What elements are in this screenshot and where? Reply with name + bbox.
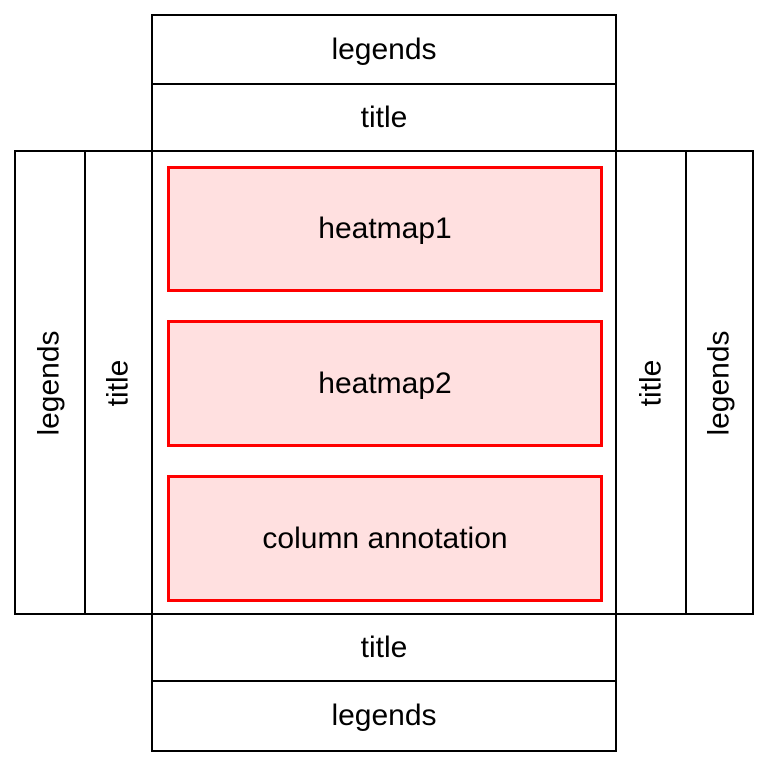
heatmap2-label: heatmap2 <box>318 366 452 400</box>
left-legends-label: legends <box>33 329 66 436</box>
column-annotation-panel: column annotation <box>167 475 603 602</box>
left-title-label: title <box>101 359 135 406</box>
bottom-legends-panel: legends <box>151 680 617 752</box>
right-title-panel: title <box>615 150 687 615</box>
right-legends-label: legends <box>702 329 736 436</box>
right-legends-panel: legends <box>685 150 754 615</box>
left-title-panel: title <box>84 150 153 615</box>
heatmap1-label: heatmap1 <box>318 212 452 245</box>
bottom-title-label: title <box>360 630 408 664</box>
top-legends-panel: legends <box>151 14 617 85</box>
top-title-label: title <box>360 100 408 134</box>
top-title-panel: title <box>151 83 617 152</box>
left-legends-panel: legends <box>14 150 86 615</box>
heatmap1-panel: heatmap1 <box>167 166 603 292</box>
bottom-legends-label: legends <box>331 699 437 732</box>
column-annotation-label: column annotation <box>262 521 508 555</box>
right-title-label: title <box>634 359 667 406</box>
bottom-title-panel: title <box>151 613 617 682</box>
heatmap2-panel: heatmap2 <box>167 320 603 447</box>
top-legends-label: legends <box>331 32 437 66</box>
